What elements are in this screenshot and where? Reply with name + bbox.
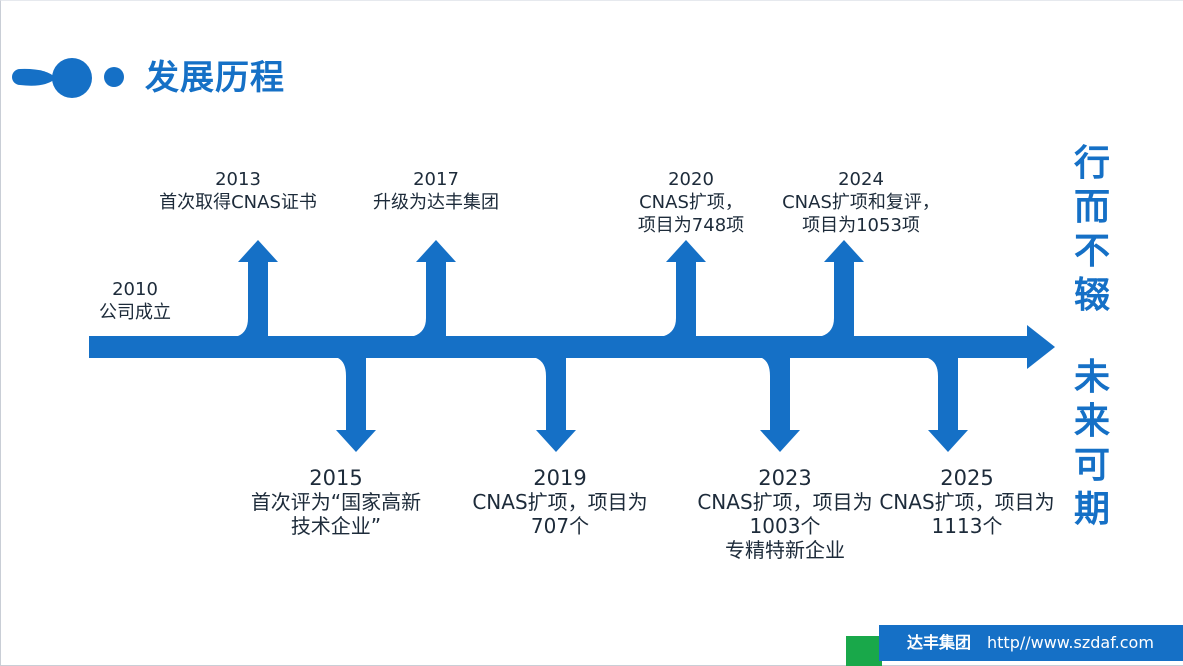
footer-bar: 达丰集团 http//www.szdaf.com (879, 625, 1183, 661)
milestone-desc: CNAS扩项，项目为 (697, 490, 873, 514)
slogan-char: 而 (1073, 187, 1110, 228)
milestone-2015: 2015 首次评为“国家高新 技术企业” (236, 466, 436, 538)
timeline-axis-arrowhead (1027, 325, 1055, 369)
down-arrow-2025 (928, 358, 968, 452)
milestone-year: 2013 (215, 169, 261, 190)
milestone-desc-3: 专精特新企业 (725, 538, 845, 562)
slogan-char: 辍 (1073, 275, 1110, 316)
milestone-2019: 2019 CNAS扩项，项目为 707个 (460, 466, 660, 538)
milestone-desc: 首次取得CNAS证书 (159, 192, 317, 213)
milestone-2023: 2023 CNAS扩项，项目为 1003个 专精特新企业 (685, 466, 885, 562)
milestone-2024: 2024 CNAS扩项和复评， 项目为1053项 (761, 168, 961, 237)
milestone-desc-2: 707个 (530, 514, 590, 538)
milestone-2013: 2013 首次取得CNAS证书 (138, 168, 338, 214)
footer-green-accent (846, 636, 882, 666)
milestone-2020: 2020 CNAS扩项， 项目为748项 (591, 168, 791, 237)
slogan-char: 来 (1073, 401, 1110, 442)
slogan-char: 可 (1073, 445, 1110, 486)
footer-company: 达丰集团 (907, 633, 972, 652)
slogan-char: 行 (1073, 143, 1110, 184)
slogan-bottom: 未 来 可 期 (1068, 356, 1116, 532)
milestone-desc-2: 技术企业” (290, 514, 382, 538)
milestone-desc-2: 项目为748项 (637, 215, 745, 236)
timeline-axis (89, 336, 1029, 358)
milestone-desc: 公司成立 (99, 302, 171, 323)
milestone-desc: CNAS扩项，项目为 (472, 490, 648, 514)
milestone-year: 2019 (533, 466, 587, 490)
milestone-year: 2023 (758, 466, 812, 490)
page-title: 发展历程 (145, 58, 285, 98)
milestone-year: 2017 (413, 169, 459, 190)
slogan-char: 期 (1073, 489, 1110, 530)
up-arrow-2017 (414, 240, 456, 336)
milestone-desc: CNAS扩项， (639, 192, 743, 213)
slogan-char: 不 (1073, 231, 1110, 272)
milestone-desc: CNAS扩项，项目为 (879, 490, 1055, 514)
up-arrow-2024 (822, 240, 864, 336)
milestone-desc: 首次评为“国家高新 (250, 490, 422, 514)
milestone-year: 2015 (309, 466, 363, 490)
slogan-char: 未 (1073, 357, 1110, 398)
down-arrow-2019 (536, 358, 576, 452)
brand-dots-logo (12, 58, 124, 98)
milestone-year: 2020 (668, 169, 714, 190)
milestone-year: 2024 (838, 169, 884, 190)
milestone-desc-2: 1113个 (931, 514, 1003, 538)
milestone-2010: 2010 公司成立 (35, 278, 235, 324)
milestone-year: 2025 (940, 466, 994, 490)
footer-website-link[interactable]: http//www.szdaf.com (987, 633, 1154, 652)
up-arrow-2020 (664, 240, 706, 336)
up-arrow-2013 (238, 240, 278, 336)
slogan-top: 行 而 不 辍 (1068, 142, 1116, 318)
milestone-desc-2: 项目为1053项 (802, 215, 920, 236)
down-arrow-2023 (760, 358, 800, 452)
milestone-2017: 2017 升级为达丰集团 (336, 168, 536, 214)
milestone-2025: 2025 CNAS扩项，项目为 1113个 (867, 466, 1067, 538)
milestone-desc: CNAS扩项和复评， (782, 192, 940, 213)
milestone-desc: 升级为达丰集团 (373, 192, 499, 213)
milestone-desc-2: 1003个 (749, 514, 821, 538)
milestone-year: 2010 (112, 279, 158, 300)
down-arrow-2015 (336, 358, 376, 452)
